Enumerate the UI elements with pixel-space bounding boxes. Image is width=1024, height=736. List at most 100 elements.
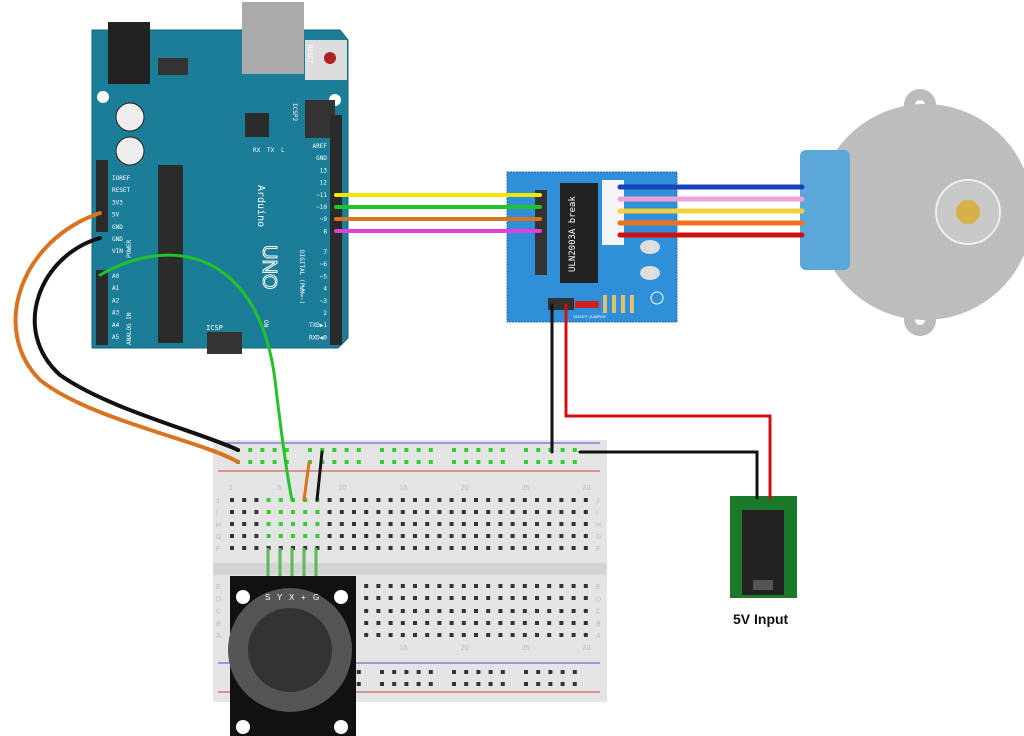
power-pin-label: GND	[112, 224, 123, 231]
row-letter: E	[596, 584, 601, 591]
breadboard-hole	[339, 534, 344, 538]
breadboard-hole	[413, 596, 417, 600]
breadboard-hole	[461, 596, 466, 600]
breadboard-hole	[510, 546, 515, 550]
rail-hole	[320, 448, 325, 452]
breadboard-hole	[303, 510, 308, 514]
breadboard-hole	[230, 534, 234, 538]
breadboard-hole	[449, 522, 454, 526]
rail-hole	[392, 460, 397, 464]
analog-pin-label: A0	[112, 273, 120, 280]
breadboard-hole	[583, 534, 588, 538]
usb-port	[242, 2, 304, 74]
breadboard-hole	[352, 498, 356, 502]
icsp-label: ICSP	[206, 324, 223, 332]
breadboard-hole	[339, 522, 344, 526]
rail-hole	[560, 448, 565, 452]
breadboard-hole	[474, 498, 478, 502]
breadboard-hole	[242, 510, 247, 514]
breadboard-hole	[486, 621, 491, 625]
breadboard-hole	[559, 596, 564, 600]
rail-hole	[428, 670, 433, 674]
breadboard-hole	[486, 510, 491, 514]
analog-pin-label: A1	[112, 285, 120, 292]
breadboard-hole	[583, 596, 588, 600]
breadboard-hole	[571, 621, 576, 625]
breadboard-hole	[230, 522, 234, 526]
breadboard-hole	[376, 546, 381, 550]
breadboard-hole	[413, 609, 417, 613]
breadboard-hole	[449, 596, 454, 600]
wire-5v-orange	[13, 211, 240, 464]
breadboard-hole	[486, 546, 491, 550]
rail-hole	[548, 670, 553, 674]
breadboard-hole	[510, 534, 515, 538]
breadboard-hole	[461, 609, 466, 613]
breadboard-hole	[437, 584, 442, 588]
rail-hole	[476, 682, 481, 686]
breadboard-hole	[571, 498, 576, 502]
breadboard-hole	[400, 534, 405, 538]
column-number: 25	[522, 645, 530, 652]
rail-hole	[524, 448, 528, 452]
breadboard-hole	[425, 546, 430, 550]
row-letter: A	[596, 633, 601, 640]
breadboard-hole	[498, 633, 503, 637]
breadboard-hole	[376, 621, 381, 625]
column-number: 15	[400, 485, 408, 492]
rail-hole	[476, 670, 481, 674]
breadboard-hole	[547, 621, 552, 625]
breadboard-hole	[510, 510, 515, 514]
breadboard-hole	[583, 584, 588, 588]
breadboard-hole	[266, 498, 271, 502]
rail-hole	[536, 460, 541, 464]
row-letter: C	[216, 609, 221, 616]
breadboard-hole	[474, 546, 478, 550]
breadboard-hole	[376, 584, 381, 588]
breadboard-hole	[449, 621, 454, 625]
breadboard-hole	[547, 522, 552, 526]
wire-joystick-5v	[302, 461, 311, 502]
breadboard-hole	[364, 522, 369, 526]
analog-pin-label: A3	[112, 310, 120, 317]
power-pin-label: IOREF	[112, 175, 130, 182]
row-letter: J	[216, 498, 220, 505]
digital-pin-label: TXD▶1	[309, 322, 327, 329]
breadboard-hole	[352, 510, 356, 514]
rail-hole	[548, 448, 553, 452]
breadboard-hole	[376, 596, 381, 600]
column-number: 30	[583, 485, 591, 492]
rail-hole	[452, 682, 456, 686]
rail-hole	[560, 460, 565, 464]
rail-hole	[308, 448, 312, 452]
breadboard-hole	[339, 510, 344, 514]
breadboard-hole	[388, 596, 393, 600]
rail-hole	[344, 448, 349, 452]
breadboard-hole	[571, 534, 576, 538]
breadboard-hole	[559, 510, 564, 514]
breadboard-hole	[486, 609, 491, 613]
breadboard-hole	[230, 546, 234, 550]
digital-pin-label: ~5	[320, 273, 328, 280]
breadboard-hole	[535, 609, 539, 613]
breadboard-hole	[522, 498, 527, 502]
on-off-jumper[interactable]	[575, 301, 599, 308]
breadboard-hole	[413, 621, 417, 625]
breadboard-hole	[498, 510, 503, 514]
rail-hole	[404, 682, 409, 686]
breadboard-hole	[486, 633, 491, 637]
power-pin-label: VIN	[112, 248, 123, 255]
breadboard-hole	[510, 621, 515, 625]
breadboard-hole	[303, 522, 308, 526]
breadboard-hole	[486, 596, 491, 600]
joystick-pin-label: G	[313, 593, 319, 602]
analog-header-label: ANALOG IN	[126, 312, 133, 345]
breadboard-hole	[437, 609, 442, 613]
wire-gnd-black	[32, 236, 240, 452]
rail-hole	[248, 460, 253, 464]
breadboard-hole	[400, 510, 405, 514]
breadboard-hole	[498, 498, 503, 502]
arduino-model-label: UNO	[258, 245, 280, 289]
rail-hole	[284, 448, 289, 452]
